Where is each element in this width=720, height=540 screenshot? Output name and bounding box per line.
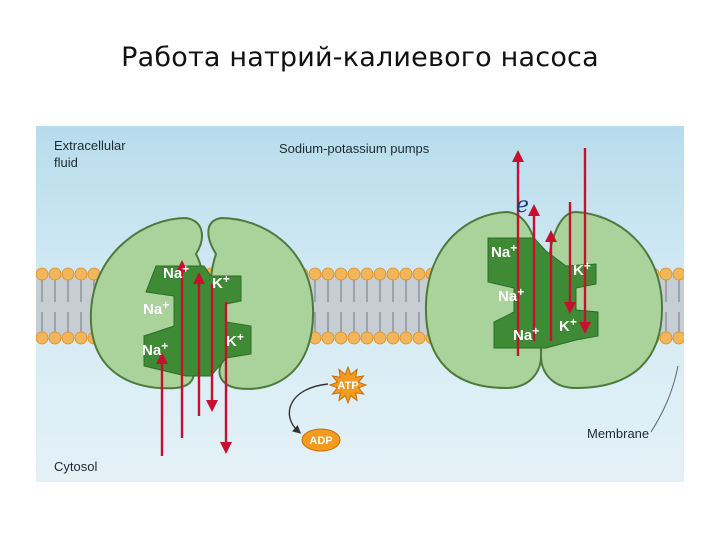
- lipid-head: [399, 267, 413, 281]
- lipid-head: [321, 331, 335, 345]
- slide-title: Работа натрий-калиевого насоса: [121, 42, 599, 73]
- lipid-head: [412, 331, 426, 345]
- adp-label: ADP: [309, 435, 332, 447]
- label-extracellular: Extracellular: [54, 138, 126, 153]
- atp-badge: ATP: [328, 365, 368, 405]
- lipid-head: [308, 267, 322, 281]
- membrane-pointer: [650, 365, 679, 433]
- lipid-head: [373, 267, 387, 281]
- lipid-head: [412, 267, 426, 281]
- pump-diagram: Na+ Na+ Na+ K+ K+ Na+ Na+ Na+ K+ K+ ATP …: [36, 126, 684, 482]
- lipid-head: [373, 331, 387, 345]
- label-cytosol: Cytosol: [54, 459, 97, 474]
- atp-label: ATP: [337, 380, 358, 392]
- lipid-head: [36, 267, 49, 281]
- lipid-head: [61, 331, 75, 345]
- label-membrane: Membrane: [587, 426, 649, 441]
- lipid-head: [672, 267, 684, 281]
- lipid-head: [659, 267, 673, 281]
- lipid-head: [386, 331, 400, 345]
- diagram-svg: Na+ Na+ Na+ K+ K+ Na+ Na+ Na+ K+ K+ ATP …: [36, 126, 684, 482]
- atp-to-adp-arrow: [288, 383, 329, 434]
- k-label: K+: [212, 272, 230, 292]
- k-label: K+: [573, 259, 591, 279]
- lipid-head: [659, 331, 673, 345]
- ion-arrows: [156, 148, 591, 456]
- lipid-head: [399, 331, 413, 345]
- ion-labels-left: Na+ Na+ Na+ K+ K+: [142, 262, 244, 359]
- lipid-head: [334, 267, 348, 281]
- label-pumps: Sodium-potassium pumps: [279, 141, 430, 156]
- pump-left: [89, 216, 315, 390]
- lipid-head: [360, 267, 374, 281]
- lipid-head: [321, 267, 335, 281]
- lipid-head: [360, 331, 374, 345]
- lipid-head: [347, 331, 361, 345]
- lipid-head: [48, 267, 62, 281]
- na-label: Na+: [498, 285, 524, 305]
- label-extracellular-fluid: fluid: [54, 155, 78, 170]
- lipid-head: [386, 267, 400, 281]
- na-label: Na+: [142, 339, 168, 359]
- lipid-head: [48, 331, 62, 345]
- k-label: K+: [226, 330, 244, 350]
- lipid-head: [74, 331, 88, 345]
- stray-glyph: e: [516, 193, 529, 218]
- k-label: K+: [559, 315, 577, 335]
- pump-right: [424, 210, 664, 390]
- lipid-head: [61, 267, 75, 281]
- lipid-head: [347, 267, 361, 281]
- na-label: Na+: [163, 262, 189, 282]
- lipid-head: [74, 267, 88, 281]
- adp-badge: ADP: [301, 428, 341, 452]
- ion-labels-right: Na+ Na+ Na+ K+ K+: [491, 241, 591, 344]
- na-label: Na+: [143, 298, 169, 318]
- lipid-head: [672, 331, 684, 345]
- lipid-head: [334, 331, 348, 345]
- lipid-head: [36, 331, 49, 345]
- na-label: Na+: [491, 241, 517, 261]
- na-label: Na+: [513, 324, 539, 344]
